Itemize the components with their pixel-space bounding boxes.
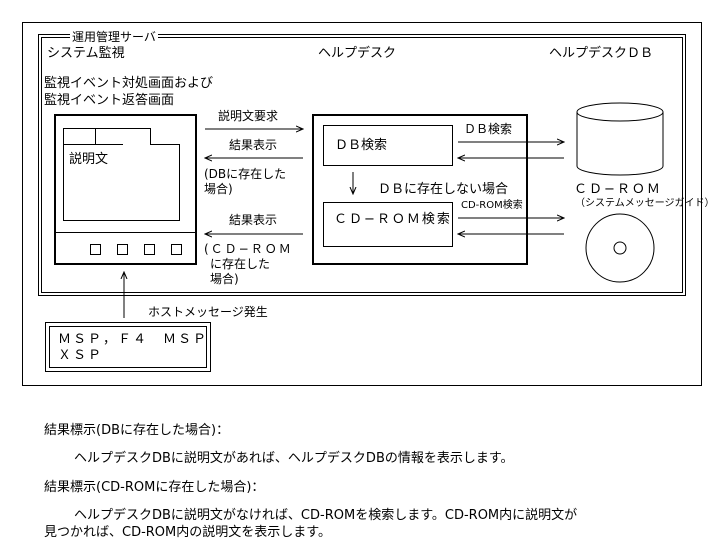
host-line-1: ＭＳＰ，Ｆ４ ＭＳＰ (58, 332, 209, 347)
content-panel (63, 144, 180, 221)
monitor-divider (55, 232, 196, 233)
note-body-1: ヘルプデスクDBに説明文があれば、ヘルプデスクDBの情報を表示します。 (74, 451, 514, 466)
result2-note-1: (ＣＤ−ＲＯＭ (204, 242, 293, 256)
button-3[interactable] (144, 244, 155, 255)
cdrom-note: （システムメッセージガイド） (575, 198, 715, 209)
db-search-box (323, 125, 453, 166)
monitor-screen-title: 監視イベント対処画面および (44, 76, 214, 91)
database-cylinder-icon (576, 102, 664, 176)
host-box-inner (49, 326, 207, 368)
cdrom-disc-icon (585, 213, 655, 283)
db-search-arrow-label: ＤＢ検索 (464, 122, 513, 136)
cdrom-label: ＣＤ−ＲＯＭ (574, 182, 662, 197)
note-heading-1: 結果標示(DBに存在した場合)： (44, 423, 230, 438)
cdrom-search-label: ＣＤ−ＲＯＭ検索 (334, 212, 452, 227)
result2-note-3: 場合) (210, 272, 239, 286)
result1-note-2: 場合) (204, 182, 233, 196)
result2-label: 結果表示 (229, 213, 278, 227)
monitor-screen-title-2: 監視イベント返答画面 (44, 93, 175, 108)
host-line-2: ＸＳＰ (58, 348, 104, 363)
result1-note-1: (DBに存在した (204, 167, 287, 181)
button-1[interactable] (90, 244, 101, 255)
result2-note-2: に存在した (210, 257, 271, 271)
description-text: 説明文 (69, 152, 109, 167)
db-search-label: ＤＢ検索 (335, 138, 388, 153)
not-in-db-label: ＤＢに存在しない場合 (378, 182, 509, 197)
cdrom-search-arrow-label: CD-ROM検索 (461, 200, 523, 211)
button-4[interactable] (171, 244, 182, 255)
note-heading-2: 結果標示(CD-ROMに存在した場合)： (44, 480, 265, 495)
server-title: 運用管理サーバ (70, 30, 158, 44)
system-monitor-label: システム監視 (47, 46, 125, 61)
button-2[interactable] (117, 244, 128, 255)
content-panel-notch (123, 128, 151, 145)
host-message-label: ホストメッセージ発生 (148, 305, 268, 319)
request-label: 説明文要求 (218, 109, 279, 123)
helpdesk-db-label: ヘルプデスクＤＢ (549, 46, 654, 61)
note-body-2-line-2: 見つかれば、CD-ROM内の説明文を表示します。 (44, 525, 331, 540)
result1-label: 結果表示 (229, 138, 278, 152)
cdrom-search-box (323, 202, 453, 247)
helpdesk-label: ヘルプデスク (318, 46, 397, 61)
note-body-2-line-1: ヘルプデスクDBに説明文がなければ、CD-ROMを検索します。CD-ROM内に説… (74, 508, 578, 523)
